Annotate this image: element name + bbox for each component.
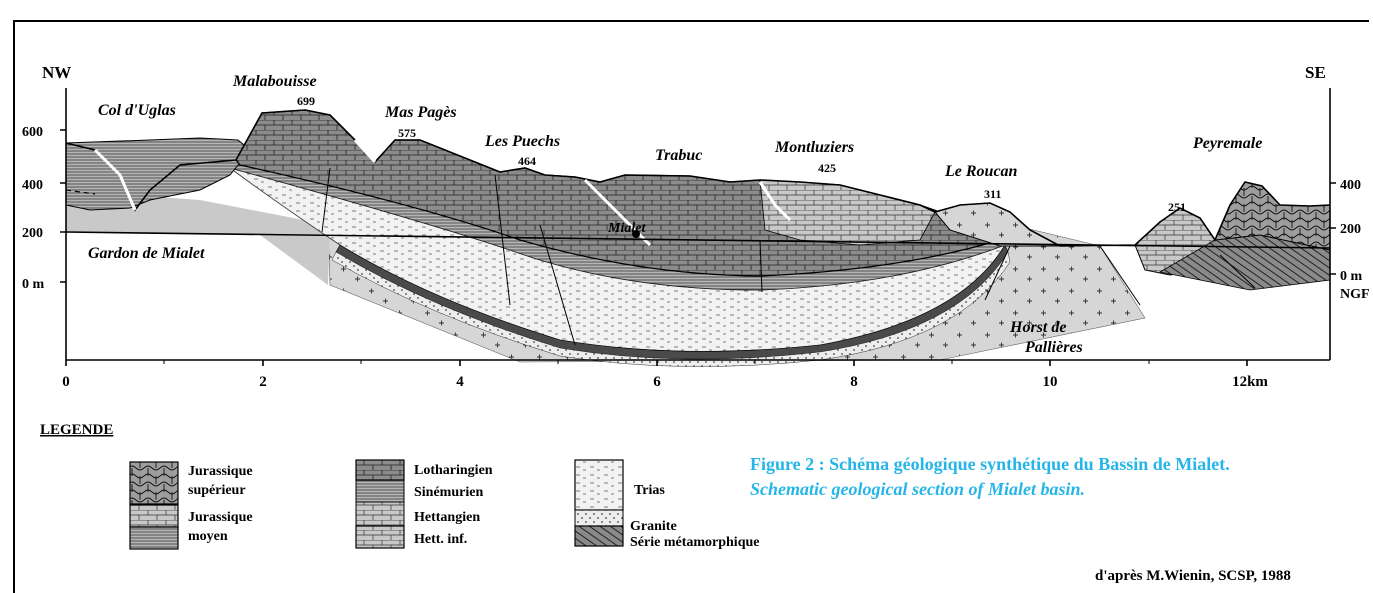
x-tick-4: 4 [456, 374, 464, 390]
x-tick-8: 8 [850, 374, 858, 390]
place-peyremale: Peyremale [1192, 135, 1262, 152]
place-horst-2: Pallières [1024, 339, 1083, 356]
alt-425: 425 [818, 161, 836, 175]
legend-hett-inf: Hett. inf. [414, 532, 467, 547]
legend-lotharingien: Lotharingien [414, 463, 493, 478]
elev-right-200: 200 [1340, 222, 1361, 237]
place-mialet: Mialet [607, 221, 646, 236]
dir-nw-label: NW [42, 63, 71, 82]
place-mas-pages: Mas Pagès [384, 104, 457, 121]
legend-swatch-hett-inf [356, 526, 404, 548]
legend-jur-sup-2: supérieur [188, 483, 246, 498]
legend-jur-sup-1: Jurassique [188, 464, 253, 479]
caption-line-1: Figure 2 : Schéma géologique synthétique… [750, 454, 1230, 474]
elev-left-200: 200 [22, 226, 43, 241]
alt-699: 699 [297, 94, 315, 108]
legend-trias: Trias [634, 483, 665, 498]
legend-jur-moy-2: moyen [188, 529, 228, 544]
elev-left-0: 0 m [22, 277, 45, 292]
place-gardon-de-mialet: Gardon de Mialet [88, 245, 205, 262]
legend-swatch-lotharingien [356, 460, 404, 480]
alt-311: 311 [984, 187, 1001, 201]
place-malabouisse: Malabouisse [232, 73, 317, 90]
caption-line-2: Schematic geological section of Mialet b… [750, 479, 1085, 499]
alt-464: 464 [518, 154, 536, 168]
legend-swatch-trias [575, 460, 623, 510]
legend: LEGENDE Jurassique supérieur Jurassique … [40, 422, 759, 550]
elev-right-ngf: NGF [1340, 287, 1370, 302]
place-horst-1: Horst de [1009, 319, 1066, 336]
alt-251: 251 [1168, 200, 1186, 214]
place-trabuc: Trabuc [655, 147, 702, 164]
legend-jur-moy-1: Jurassique [188, 510, 253, 525]
legend-swatch-sinemurien [356, 480, 404, 502]
legend-swatch-metamorphique [575, 526, 623, 546]
x-tick-10: 10 [1043, 374, 1058, 390]
legend-swatch-hettangien [356, 502, 404, 526]
legend-sinemurien: Sinémurien [414, 485, 483, 500]
place-montluziers: Montluziers [774, 139, 854, 156]
elev-left-400: 400 [22, 178, 43, 193]
x-tick-0: 0 [62, 374, 70, 390]
x-tick-12km: 12km [1232, 374, 1268, 390]
montluziers-block [760, 180, 935, 245]
elev-right-400: 400 [1340, 178, 1361, 193]
dir-se-label: SE [1305, 63, 1326, 82]
legend-hettangien: Hettangien [414, 510, 480, 525]
elev-right-0: 0 m [1340, 269, 1363, 284]
legend-metamorphique: Série métamorphique [630, 535, 759, 550]
legend-swatch-jur-moy-top [130, 505, 178, 527]
legend-swatch-granite [575, 510, 623, 526]
legend-swatch-jur-moy-bottom [130, 527, 178, 549]
place-le-roucan: Le Roucan [944, 163, 1018, 180]
credit-text: d'après M.Wienin, SCSP, 1988 [1095, 568, 1291, 584]
place-col-uglas: Col d'Uglas [98, 102, 176, 119]
legend-title: LEGENDE [40, 422, 113, 438]
alt-575: 575 [398, 126, 416, 140]
place-les-puechs: Les Puechs [484, 133, 560, 150]
x-tick-2: 2 [259, 374, 267, 390]
x-tick-6: 6 [653, 374, 661, 390]
elev-left-600: 600 [22, 125, 43, 140]
legend-swatch-jur-sup [130, 462, 178, 504]
legend-granite: Granite [630, 519, 677, 534]
